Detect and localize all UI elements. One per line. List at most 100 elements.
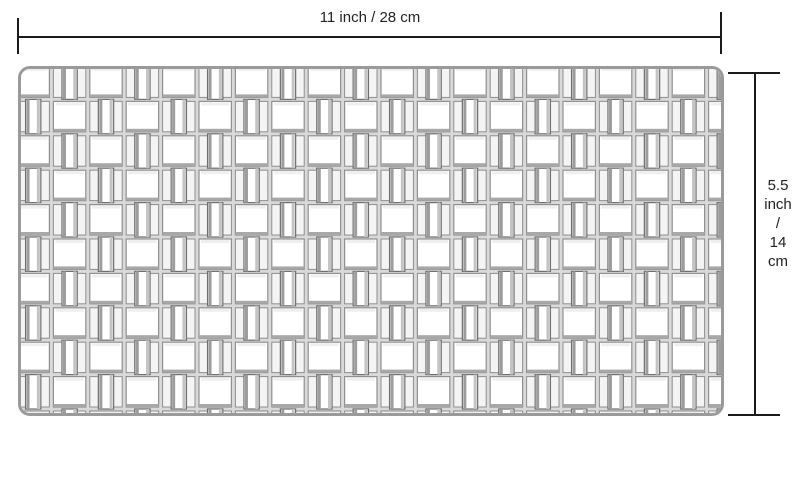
weave-strap-facet <box>317 168 321 203</box>
weave-strap-facet <box>354 69 358 100</box>
weave-strap-shade <box>526 94 559 98</box>
weave-strap-facet <box>244 374 248 409</box>
weave-strap-horizontal <box>271 376 305 408</box>
weave-strap-shine <box>55 171 84 175</box>
weave-strap-horizontal <box>416 307 451 339</box>
weave-strap-facet <box>655 409 659 413</box>
weave-strap-vertical <box>570 408 588 413</box>
weave-strap-horizontal <box>307 135 342 167</box>
weave-strap-facet <box>681 168 685 203</box>
weave-strap-shade <box>490 128 523 132</box>
weave-strap-shade <box>199 128 232 132</box>
weave-strap-facet <box>281 133 285 169</box>
weave-strap-horizontal <box>198 307 233 339</box>
weave-strap-shine <box>674 274 703 278</box>
weave-strap-facet <box>499 69 503 100</box>
weave-strap-shine <box>674 412 703 413</box>
weave-strap-shine <box>419 171 448 175</box>
weave-strap-shade <box>672 94 705 98</box>
weave-strap-shine <box>565 308 594 312</box>
weave-strap-shine <box>419 377 448 381</box>
weave-strap-facet <box>364 340 368 375</box>
weave-strap-horizontal <box>526 341 560 374</box>
weave-strap-shine <box>55 102 84 106</box>
weave-strap-facet <box>291 202 295 237</box>
weave-strap-horizontal <box>198 376 233 408</box>
weave-strap-shine <box>55 308 84 312</box>
weave-strap-facet <box>499 133 503 169</box>
weave-strap-facet <box>400 168 404 203</box>
weave-strap-horizontal <box>453 135 487 167</box>
height-label-line: inch <box>764 196 792 213</box>
weave-strap-facet <box>218 271 222 306</box>
weave-strap-facet <box>328 168 332 203</box>
weave-strap-horizontal <box>598 69 633 98</box>
weave-strap-shade <box>308 300 341 304</box>
weave-strap-shine <box>528 69 557 71</box>
weave-strap-facet <box>135 202 139 237</box>
weave-strap-shade <box>308 369 341 373</box>
weave-strap-horizontal <box>635 169 669 202</box>
weave-strap-facet <box>172 305 176 341</box>
weave-cell-recess <box>708 410 721 413</box>
weave-strap-facet <box>218 133 222 169</box>
weave-strap-shine <box>128 171 157 175</box>
weave-strap-shine <box>455 69 485 71</box>
weave-strap-facet <box>354 409 358 413</box>
weave-strap-vertical <box>425 408 442 413</box>
weave-strap-facet <box>291 340 295 375</box>
weave-strap-facet <box>109 168 113 203</box>
weave-strap-shine <box>565 102 594 106</box>
weave-strap-facet <box>655 69 659 100</box>
width-dimension-line <box>18 36 721 38</box>
weave-strap-shine <box>237 343 266 347</box>
weave-strap-shine <box>710 377 721 381</box>
weave-strap-facet <box>255 168 259 203</box>
weave-strap-facet <box>328 237 332 272</box>
weave-strap-shade <box>162 94 195 98</box>
weave-strap-facet <box>73 69 77 100</box>
weave-strap-facet <box>146 340 150 375</box>
weave-strap-facet <box>645 202 649 237</box>
weave-strap-shade <box>344 266 377 270</box>
weave-strap-shine <box>637 377 667 381</box>
weave-strap-shade <box>563 404 596 407</box>
weave-strap-horizontal <box>598 272 633 305</box>
weave-strap-facet <box>36 168 40 203</box>
weave-strap-shine <box>273 171 303 175</box>
weave-strap-facet <box>510 340 514 375</box>
weave-strap-vertical <box>206 408 224 413</box>
weave-strap-facet <box>281 340 285 375</box>
weave-strap-horizontal <box>52 238 87 270</box>
weave-strap-horizontal <box>344 376 378 408</box>
weave-strap-facet <box>645 409 649 413</box>
weave-strap-facet <box>73 202 77 237</box>
height-dimension-line <box>754 72 756 416</box>
weave-strap-facet <box>655 133 659 169</box>
weave-strap-shine <box>674 343 703 347</box>
weave-strap-shine <box>674 136 703 140</box>
weave-strap-shine <box>91 412 121 413</box>
weave-strap-shine <box>383 412 412 413</box>
weave-strap-facet <box>281 69 285 100</box>
weave-strap-horizontal <box>416 169 451 202</box>
weave-strap-horizontal <box>52 100 87 133</box>
weave-strap-facet <box>36 305 40 341</box>
weave-strap-shine <box>128 240 157 243</box>
weave-strap-horizontal <box>89 204 123 236</box>
weave-strap-facet <box>62 409 66 413</box>
weave-strap-facet <box>99 168 103 203</box>
weave-strap-shine <box>528 412 557 413</box>
weave-strap-horizontal <box>52 307 87 339</box>
weave-strap-facet <box>645 133 649 169</box>
weave-strap-shine <box>601 136 630 140</box>
weave-strap-facet <box>317 99 321 134</box>
weave-strap-facet <box>645 69 649 100</box>
weave-strap-facet <box>244 237 248 272</box>
weave-strap-shine <box>419 102 448 106</box>
weave-strap-horizontal <box>489 307 524 339</box>
weave-strap-shine <box>237 205 266 209</box>
weave-strap-facet <box>328 305 332 341</box>
weave-strap-facet <box>655 202 659 237</box>
weave-strap-horizontal <box>562 307 597 339</box>
